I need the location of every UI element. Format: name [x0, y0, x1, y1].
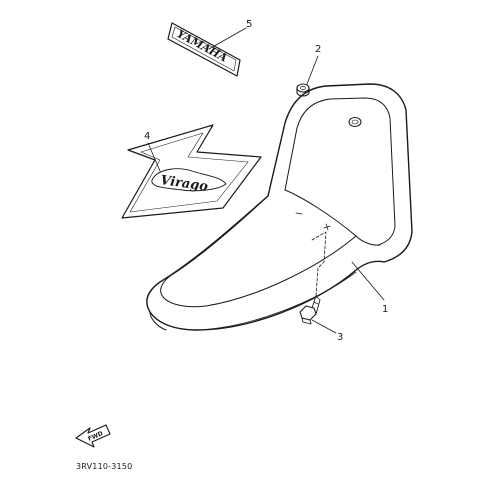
callout-1: 1 [382, 304, 388, 315]
grommet [296, 83, 310, 97]
yamaha-emblem-lettering: YAMAHA [175, 27, 230, 65]
virago-emblem-lettering: Virago [159, 173, 209, 195]
leader-lines [147, 27, 385, 334]
callout-2: 2 [315, 44, 321, 55]
virago-emblem: Virago [121, 124, 262, 219]
callout-3: 3 [337, 332, 343, 343]
seat [146, 83, 413, 331]
bolt [299, 295, 321, 325]
yamaha-emblem: YAMAHA [167, 22, 241, 77]
callout-4: 4 [144, 131, 150, 142]
fwd-arrow-icon: FWD [75, 424, 111, 448]
callout-5: 5 [246, 19, 252, 30]
part-code: 3RV110-3150 [76, 462, 132, 471]
